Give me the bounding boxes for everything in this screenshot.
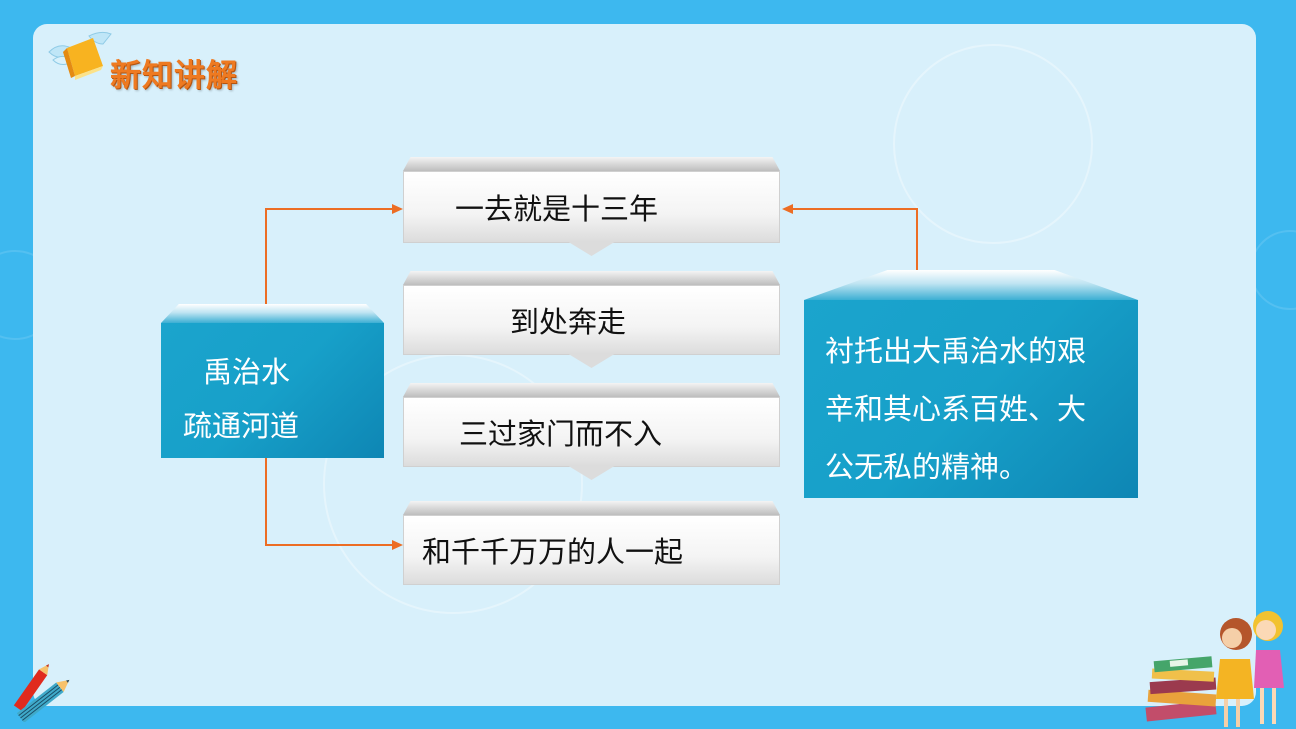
box-bevel	[403, 271, 780, 285]
arrow-right-icon	[392, 540, 403, 550]
cause-line-2: 疏通河道	[183, 409, 300, 443]
step-label: 到处奔走	[510, 305, 627, 339]
panel-decoration	[893, 44, 1093, 244]
box-bevel	[403, 157, 780, 171]
step-label: 和千千万万的人一起	[422, 535, 684, 569]
box-bevel	[804, 270, 1138, 300]
meaning-line-1: 衬托出大禹治水的艰	[825, 334, 1087, 368]
connector-line	[265, 208, 393, 210]
meaning-line-3: 公无私的精神。	[825, 450, 1029, 484]
step-label: 三过家门而不入	[459, 417, 663, 451]
cause-box: 禹治水 疏通河道	[161, 304, 384, 458]
step-label: 一去就是十三年	[455, 192, 659, 226]
arrow-right-icon	[392, 204, 403, 214]
box-bevel	[161, 304, 384, 323]
winged-book-icon	[48, 31, 112, 80]
step-box-4: 和千千万万的人一起	[403, 501, 780, 585]
meaning-line-2: 辛和其心系百姓、大	[825, 392, 1087, 426]
cause-line-1: 禹治水	[203, 355, 291, 389]
frame-decoration	[1250, 230, 1296, 310]
step-box-1: 一去就是十三年	[403, 157, 780, 256]
pencils-icon	[13, 664, 70, 722]
connector-line	[265, 544, 393, 546]
kids-with-books-illustration	[1145, 611, 1284, 727]
arrow-left-icon	[782, 204, 793, 214]
connector-line	[792, 208, 918, 210]
meaning-box: 衬托出大禹治水的艰 辛和其心系百姓、大 公无私的精神。	[804, 270, 1138, 498]
step-box-3: 三过家门而不入	[403, 383, 780, 480]
connector-line	[265, 458, 267, 546]
slide-title: 新知讲解	[110, 58, 238, 94]
step-box-2: 到处奔走	[403, 271, 780, 368]
box-bevel	[403, 383, 780, 397]
panel-decoration	[323, 354, 583, 614]
connector-line	[265, 208, 267, 304]
box-bevel	[403, 501, 780, 515]
connector-line	[916, 208, 918, 304]
